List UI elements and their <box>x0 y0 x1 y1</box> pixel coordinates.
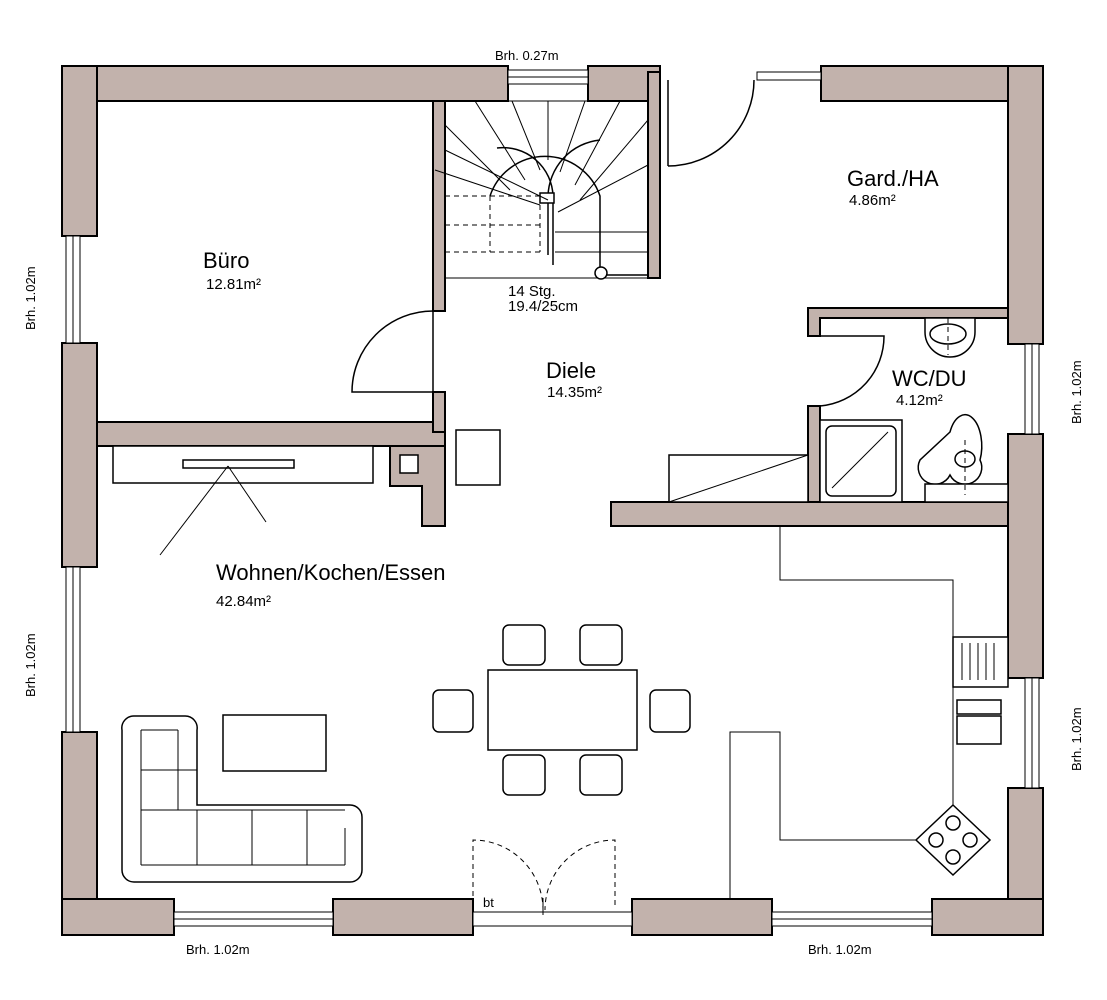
room-name-diele: Diele <box>546 358 597 383</box>
window-label-right-lower: Brh. 1.02m <box>1069 707 1084 771</box>
windows <box>65 69 1040 927</box>
exterior-walls <box>61 65 1044 936</box>
kitchen <box>729 526 1009 899</box>
room-area-wcdu: 4.12m² <box>896 392 943 409</box>
door-label: bt <box>483 895 494 910</box>
diele-cabinet <box>455 429 501 486</box>
interior-walls <box>96 71 1009 527</box>
chimney <box>399 454 419 474</box>
window-label-left-upper: Brh. 1.02m <box>23 266 38 330</box>
room-area-wohnen: 42.84m² <box>216 593 272 610</box>
room-name-wcdu: WC/DU <box>892 366 967 391</box>
window-label-top: Brh. 0.27m <box>495 48 559 63</box>
stairs-dimensions: 19.4/25cm <box>508 298 579 315</box>
window-label-right-upper: Brh. 1.02m <box>1069 360 1084 424</box>
room-area-diele: 14.35m² <box>547 384 603 401</box>
room-area-gard: 4.86m² <box>849 192 896 209</box>
window-label-bottom-right: Brh. 1.02m <box>808 942 872 957</box>
window-label-bottom-left: Brh. 1.02m <box>186 942 250 957</box>
room-name-buero: Büro <box>203 248 250 273</box>
doors <box>351 79 885 915</box>
room-area-buero: 12.81m² <box>206 276 262 293</box>
staircase <box>434 100 649 280</box>
living-furniture <box>112 445 691 883</box>
bathroom-fixtures <box>819 317 1009 503</box>
room-name-gard: Gard./HA <box>847 166 939 191</box>
stairs-steps: 14 Stg. <box>508 283 556 300</box>
room-name-wohnen: Wohnen/Kochen/Essen <box>216 560 446 585</box>
window-label-left-lower: Brh. 1.02m <box>23 633 38 697</box>
